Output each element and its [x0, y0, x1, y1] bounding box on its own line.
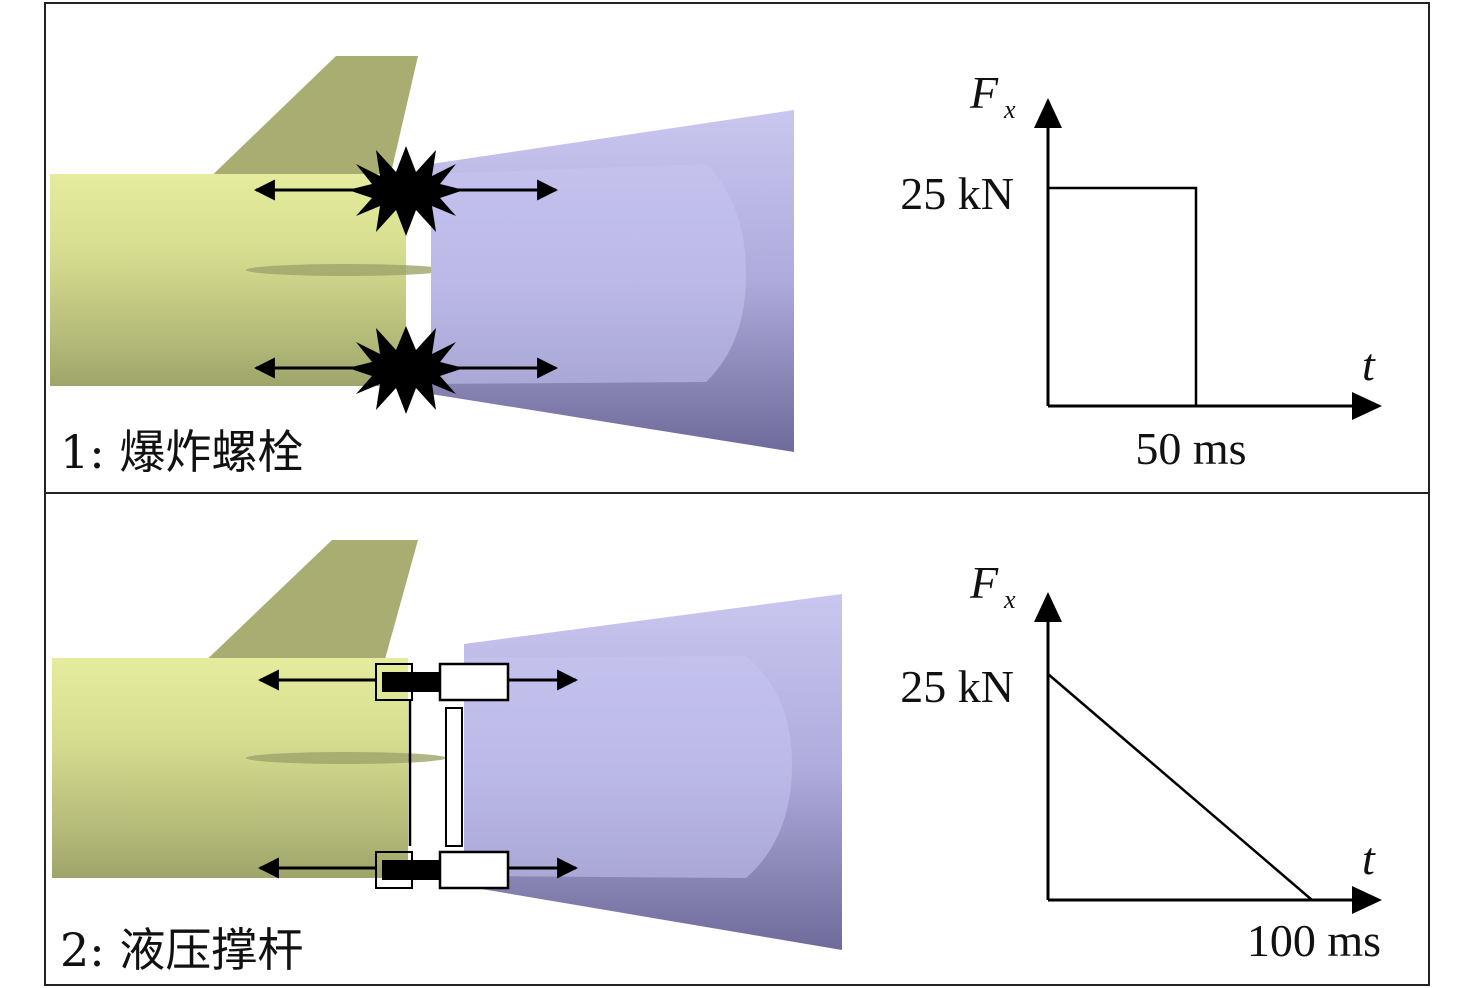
aircraft-fin	[196, 540, 418, 670]
panel-hydraulic-strut: F x t 25 kN 100 ms 2: 液压撑杆	[44, 492, 1430, 986]
y-tick-label: 25 kN	[900, 661, 1014, 712]
force-curve-linear-decay	[1047, 673, 1313, 901]
pod-inner-shape	[464, 656, 792, 878]
panel-explosive-bolt: F x t 25 kN 50 ms 1: 爆炸螺栓	[44, 2, 1430, 494]
aircraft-fuselage	[52, 658, 408, 878]
x-axis-symbol: t	[1362, 833, 1376, 884]
x-tick-label: 100 ms	[1247, 915, 1381, 966]
y-axis-arrowhead	[1034, 592, 1062, 622]
x-axis-arrowhead	[1352, 886, 1382, 914]
x-tick-label: 50 ms	[1135, 423, 1246, 474]
strut-guide-rail	[445, 707, 463, 847]
panel-caption: 2: 液压撑杆	[60, 923, 304, 977]
explosion-burst-icon	[348, 146, 464, 236]
explosion-burst-icon	[348, 326, 464, 414]
force-time-plot-2: F x t 25 kN 100 ms	[900, 557, 1382, 966]
y-tick-label: 25 kN	[900, 168, 1014, 219]
hydraulic-cylinder-body	[438, 662, 510, 702]
pod-inner-shape	[431, 164, 746, 384]
fuselage-seam	[246, 264, 446, 276]
force-curve-rect-pulse	[1046, 186, 1198, 406]
aircraft-fin	[201, 56, 418, 186]
x-axis-symbol: t	[1362, 339, 1376, 390]
y-axis-arrowhead	[1034, 98, 1062, 128]
y-axis-subscript: x	[1003, 95, 1016, 124]
y-axis-subscript: x	[1003, 585, 1016, 614]
y-axis-symbol: F	[969, 67, 999, 118]
panel-caption: 1: 爆炸螺栓	[60, 425, 304, 479]
fuselage-seam	[246, 752, 446, 764]
x-axis-arrowhead	[1352, 392, 1382, 420]
panel2-graphic: F x t 25 kN 100 ms	[52, 540, 1382, 966]
panel1-graphic: F x t 25 kN 50 ms	[50, 56, 1382, 474]
hydraulic-cylinder-rod	[382, 672, 442, 692]
hydraulic-cylinder-rod	[382, 860, 442, 880]
force-time-plot-1: F x t 25 kN 50 ms	[900, 67, 1382, 474]
y-axis-symbol: F	[969, 557, 999, 608]
aircraft-fuselage	[50, 174, 406, 386]
hydraulic-cylinder-body	[438, 850, 510, 890]
